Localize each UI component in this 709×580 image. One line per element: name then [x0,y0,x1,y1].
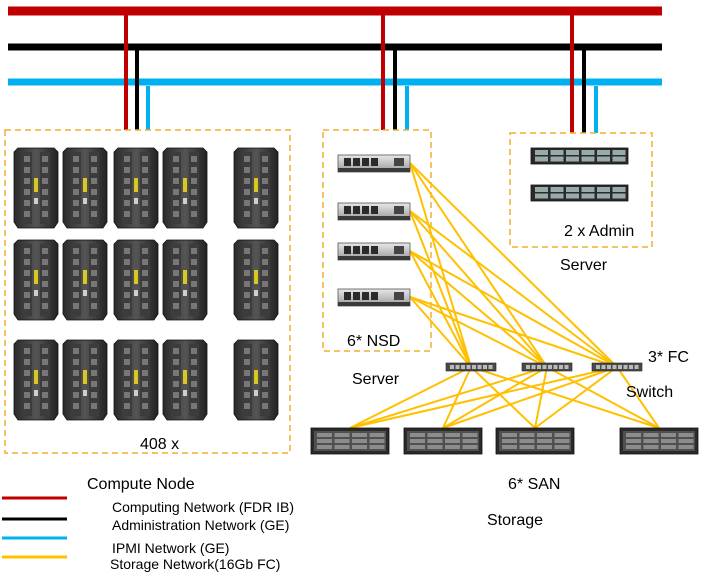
nsd-server [337,288,411,307]
fc-name-label: Switch [626,384,673,401]
compute-blade [13,339,59,421]
compute-blade [113,339,159,421]
compute-blade [162,239,208,321]
legend-label-administration: Administration Network (GE) [112,517,289,533]
fc-link [409,250,472,368]
compute-blade-grid [13,147,279,421]
legend: Computing Network (FDR IB) Administratio… [2,496,294,572]
fc-link [534,366,548,429]
nsd-name-label: Server [352,371,400,388]
san-array [619,427,699,455]
nsd-server [337,154,411,173]
fc-link [349,366,472,429]
network-drops [124,11,598,133]
fc-link [409,296,548,368]
compute-node-group [4,129,291,454]
fc-link [409,210,618,368]
compute-name-label: Compute Node [87,476,195,493]
admin-count-label: 2 x Admin [564,223,634,240]
network-backbones [8,6,662,86]
fc-link [409,250,618,368]
fc-link [409,162,548,368]
fc-link [409,162,618,368]
compute-blade [233,339,279,421]
nsd-count-label: 6* NSD [347,333,400,350]
fc-link [442,366,548,429]
fc-link [470,366,660,429]
legend-label-ipmi: IPMI Network (GE) [112,540,229,556]
san-array [403,427,483,455]
compute-blade [162,339,208,421]
compute-blade [13,239,59,321]
fc-switch [591,362,643,372]
fc-link [409,162,472,368]
san-name-label: Storage [487,512,543,529]
fc-switch-row [445,362,643,372]
legend-label-storage: Storage Network(16Gb FC) [110,556,280,572]
fc-link [409,296,472,368]
fc-link [409,210,472,368]
legend-label-computing: Computing Network (FDR IB) [112,499,294,515]
storage-network-links [349,162,660,429]
fc-link [349,366,548,429]
san-array-row [310,427,699,455]
compute-blade [113,147,159,229]
compute-blade [113,239,159,321]
compute-blade [162,147,208,229]
san-count-label: 6* SAN [508,476,560,493]
fc-link [409,296,618,368]
admin-server [530,184,629,202]
fc-switch [445,362,497,372]
fc-link [534,366,618,429]
admin-server [530,147,629,165]
fc-link [349,366,618,429]
compute-blade [233,239,279,321]
san-array [495,427,575,455]
nsd-server-group [322,129,432,352]
admin-server-group [509,132,653,248]
fc-link [546,366,660,429]
fc-link [616,366,660,429]
san-array [310,427,390,455]
compute-blade [62,147,108,229]
nsd-server [337,202,411,221]
compute-blade [62,239,108,321]
fc-link [442,366,472,429]
fc-count-label: 3* FC [648,349,689,366]
admin-server-stack [530,147,629,202]
admin-name-label: Server [560,257,608,274]
fc-switch [521,362,573,372]
compute-blade [62,339,108,421]
nsd-server [337,242,411,261]
compute-blade [233,147,279,229]
nsd-server-stack [337,154,411,307]
compute-blade [13,147,59,229]
compute-count-label: 408 x [140,436,179,453]
fc-link [409,250,548,368]
fc-link [470,366,536,429]
fc-link [442,366,618,429]
